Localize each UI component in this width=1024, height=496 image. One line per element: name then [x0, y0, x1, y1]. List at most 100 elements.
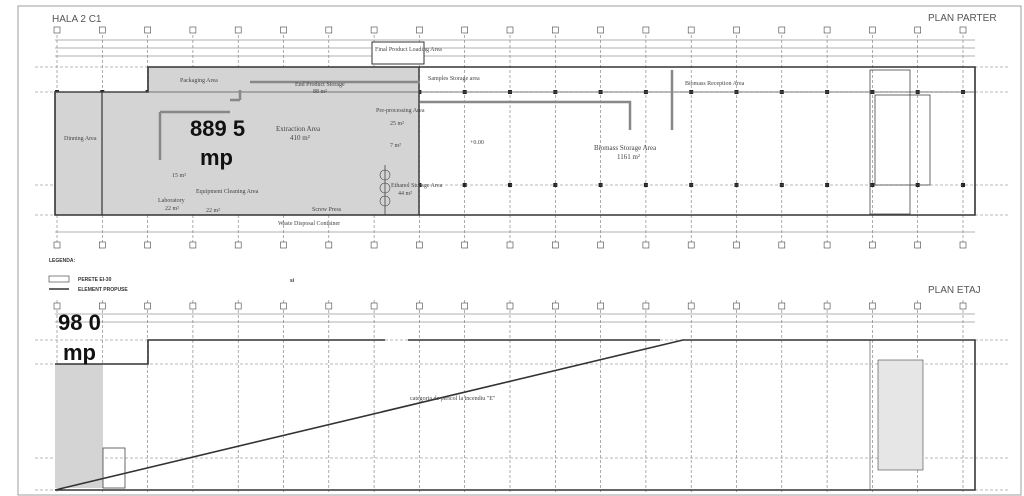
ground-floor-plan: Packaging Area End Product Storage 88 m²… [54, 41, 976, 227]
grid-axis-marker [597, 241, 604, 249]
legend-item-wall: PERETE EI-30 [78, 277, 112, 283]
grid-axis-marker [234, 241, 242, 249]
ethanol-tank [379, 195, 391, 207]
grid-axis-marker [99, 241, 106, 249]
legend-swatch-wall [48, 275, 70, 283]
grid-axis-marker [642, 26, 650, 34]
legend-title: LEGENDA: [49, 258, 75, 264]
room-area-extraction: 410 m² [290, 134, 310, 142]
ethanol-tank [379, 169, 391, 181]
room-label-cleaning: Equipment Cleaning Area [196, 189, 259, 195]
grid-axis-marker [959, 241, 967, 249]
upper-office-rooms [877, 359, 924, 471]
room-label-screw-press: Screw Press [312, 207, 342, 213]
grid-axis-marker [597, 26, 604, 34]
legend-note: si [290, 278, 295, 284]
grid-axis-marker [551, 241, 559, 249]
grid-axis-marker [506, 26, 514, 34]
grid-axis-marker [53, 302, 61, 310]
room-area-end-product: 88 m² [313, 89, 327, 95]
building-title: HALA 2 C1 [52, 14, 102, 25]
grid-axis-marker [959, 26, 967, 34]
grid-axis-marker [234, 26, 242, 34]
grid-axis-marker [869, 26, 876, 34]
grid-axis-marker [370, 26, 378, 34]
grid-axis-marker [370, 241, 378, 249]
upper-floor-area-unit: mp [63, 340, 96, 365]
grid-axis-marker [869, 302, 876, 310]
room-label-extraction: Extraction Area [276, 125, 321, 133]
grid-axis-marker [144, 302, 151, 310]
room-label-samples: Samples Storage area [428, 76, 480, 82]
column [961, 183, 965, 187]
grid-axis-marker [416, 302, 423, 310]
legend-item-element: ELEMENT PROPUSE [78, 287, 128, 293]
grid-axis-marker [99, 302, 106, 310]
production-zone [148, 67, 419, 215]
grid-axis-marker [325, 26, 333, 34]
room-label-ethanol: Ethanol Storage Area [391, 183, 443, 189]
grid-axis-marker [914, 26, 922, 34]
grid-axis-marker [869, 241, 876, 249]
grid-axis-marker [506, 302, 514, 310]
grid-axis-marker [778, 302, 786, 310]
room-label-end-product: End Product Storage [295, 82, 345, 88]
grid-axis-marker [280, 241, 287, 249]
room-area-laboratory: 22 m² [165, 206, 179, 212]
grid-axis-marker [234, 302, 242, 310]
grid-axis-marker [778, 26, 786, 34]
flow-arrow-path [420, 70, 674, 130]
grid-axis-marker [189, 302, 197, 310]
flow-arrow-path [158, 80, 420, 160]
grid-axis-marker [778, 241, 786, 249]
room-area-cleaning: 22 m² [206, 208, 220, 214]
sheet-titles: HALA 2 C1 PLAN PARTER PLAN ETAJ [52, 13, 997, 296]
room-label-waste: Waste Disposal Container [278, 221, 340, 227]
level-marker: +0.00 [470, 140, 484, 146]
grid-axis-marker [687, 241, 695, 249]
grid-axis-marker [416, 26, 423, 34]
room-label-biomass-reception: Biomass Reception Area [685, 81, 745, 87]
room-label-preprocessing: Pre-processing Area [376, 108, 425, 114]
final-loading-box [371, 41, 425, 65]
upper-stair [102, 447, 126, 489]
grid-axis-marker [461, 241, 469, 249]
grid-axis-marker [733, 26, 740, 34]
ethanol-tank [379, 182, 391, 194]
grid-axis-marker [416, 241, 423, 249]
ground-floor-area-value: 889 5 [190, 116, 245, 141]
room-label-laboratory: Laboratory [158, 198, 185, 204]
grid-axis-marker [189, 26, 197, 34]
office-block [874, 94, 931, 186]
ground-floor-area-unit: mp [200, 145, 233, 170]
grid-axis-marker [687, 302, 695, 310]
grid-axis-marker [144, 241, 151, 249]
fire-category-label: categoria de pericol la incendiu "E" [410, 396, 496, 402]
upper-floor-plan: categoria de pericol la incendiu "E" 98 … [54, 310, 976, 491]
grid-axis-marker [370, 302, 378, 310]
grid-axis-marker [642, 302, 650, 310]
grid-axis-marker [823, 26, 831, 34]
grid-axis-marker [280, 302, 287, 310]
grid-axis-marker [144, 26, 151, 34]
grid-axis-marker [642, 241, 650, 249]
grid-axis-marker [99, 26, 106, 34]
upper-shaded-zone [55, 364, 103, 488]
room-area-small: 7 m² [390, 143, 401, 149]
room-area-biomass-storage: 1161 m² [617, 153, 640, 161]
upper-office-block [869, 339, 976, 491]
grid-axis-marker [551, 302, 559, 310]
room-label-packaging: Packaging Area [180, 78, 218, 84]
stair-core [869, 69, 911, 215]
grid-axis-marker [597, 302, 604, 310]
grid-axis-marker [325, 302, 333, 310]
grid-axis-marker [733, 241, 740, 249]
grid-axis-marker [280, 26, 287, 34]
grid-axis-marker [53, 241, 61, 249]
grid-axis-marker [733, 302, 740, 310]
grid-axis-marker [461, 302, 469, 310]
room-label-dining: Dinning Area [64, 136, 97, 142]
upper-floor-title: PLAN ETAJ [928, 285, 981, 296]
grid-axis-marker [53, 26, 61, 34]
room-label-biomass-storage: Biomass Storage Area [594, 144, 657, 152]
